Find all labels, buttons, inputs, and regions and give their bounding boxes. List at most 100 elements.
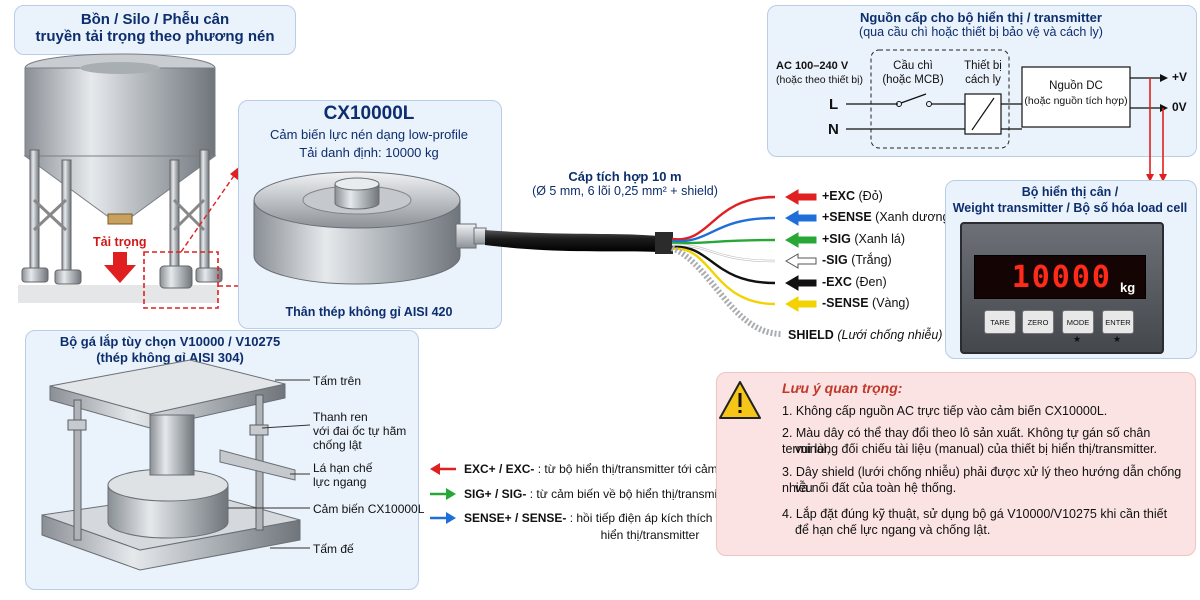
wire-signal: +SENSE — [822, 210, 872, 224]
note-item-2b: vui lòng đối chiếu tài liệu (manual) của… — [795, 442, 1157, 456]
silo-title-box: Bồn / Silo / Phễu cân truyền tải trọng t… — [14, 5, 296, 55]
callout-rod-line3: chống lật — [313, 438, 362, 452]
legend-sense-desc1: : hồi tiếp điện áp kích thích về bộ — [569, 511, 746, 525]
wire-signal: +EXC — [822, 189, 856, 203]
mode-star-icon: ★ — [1073, 334, 1082, 344]
callout-base-plate: Tấm đế — [313, 542, 354, 556]
power-title-line1: Nguồn cấp cho bộ hiển thị / transmitter — [860, 10, 1102, 25]
callout-limit-line2: lực ngang — [313, 475, 367, 489]
silo-title-line1: Bồn / Silo / Phễu cân — [80, 11, 230, 28]
mode-button[interactable]: MODE — [1062, 310, 1094, 334]
wire-signal: -SIG — [822, 253, 848, 267]
isolator-label-line2: cách ly — [965, 74, 1001, 86]
callout-limit-line1: Lá hạn chế — [313, 461, 373, 475]
display-unit: kg — [1120, 280, 1136, 295]
note-item-4b: để hạn chế lực ngang và chống lật. — [795, 523, 991, 537]
wire-line — [671, 216, 776, 243]
wire-label-exc-minus: -EXC (Đen) — [822, 275, 887, 289]
dc-label-line1: Nguồn DC — [1049, 80, 1103, 92]
wire-arrow-icon — [785, 189, 817, 205]
callout-rod-line2: với đai ốc tự hãm — [313, 424, 407, 438]
callout-sensor: Cảm biến CX10000L — [313, 502, 425, 516]
dc-label-line2: (hoặc nguồn tích hợp) — [1024, 95, 1128, 107]
notes-title: Lưu ý quan trọng: — [782, 380, 903, 396]
enter-button[interactable]: ENTER — [1102, 310, 1134, 334]
wire-color-name: (Trắng) — [851, 253, 892, 267]
notes-panel — [716, 372, 1196, 556]
wire-arrow-icon — [785, 253, 817, 269]
note-item-1: 1. Không cấp nguồn AC trực tiếp vào cảm … — [782, 404, 1108, 418]
isolator-label-line1: Thiết bị — [964, 60, 1002, 72]
zero-v-label: 0V — [1172, 100, 1187, 114]
note-item-3b: và nối đất của toàn hệ thống. — [795, 481, 957, 495]
fuse-label-line1: Cầu chì — [893, 60, 933, 72]
shield-signal: SHIELD — [788, 328, 834, 342]
sensor-body-material: Thân thép không gỉ AISI 420 — [285, 305, 453, 319]
wire-arrow-icon — [785, 275, 817, 291]
wire-signal: -EXC — [822, 275, 852, 289]
indicator-title-line1: Bộ hiển thị cân / — [1021, 185, 1119, 199]
wire-color-name: (Xanh lá) — [854, 232, 906, 246]
legend-exc: EXC+ / EXC- : từ bộ hiển thị/transmitter… — [464, 462, 744, 476]
legend-sense-label: SENSE+ / SENSE- — [464, 511, 567, 525]
legend-sig-desc: : từ cảm biến về bộ hiển thị/transmitter — [529, 487, 735, 501]
wire-line — [671, 238, 776, 245]
callout-top-plate: Tấm trên — [313, 374, 362, 388]
wire-color-name: (Vàng) — [872, 296, 910, 310]
wire-line — [671, 244, 776, 262]
callout-rod-line1: Thanh ren — [313, 410, 368, 424]
ac-label-line2: (hoặc theo thiết bị) — [776, 74, 863, 86]
indicator-display — [974, 255, 1146, 299]
sensor-rated-load: Tải danh định: 10000 kg — [299, 145, 439, 160]
wire-line — [671, 245, 776, 285]
ac-label-line1: AC 100–240 V — [776, 60, 849, 72]
wire-line — [671, 247, 776, 306]
note-item-2a: 2. Màu dây có thể thay đổi theo lô sản x… — [782, 426, 1151, 456]
wire-color-name: (Đen) — [855, 275, 887, 289]
wire-label-sense-plus: +SENSE (Xanh dương) — [822, 210, 954, 224]
indicator-title-line2: Weight transmitter / Bộ số hóa load cell — [952, 201, 1188, 215]
wire-color-name: (Đỏ) — [858, 189, 883, 203]
mount-title-line2: (thép không gỉ AISI 304) — [96, 350, 244, 365]
wire-label-sig-minus: -SIG (Trắng) — [822, 253, 892, 267]
zero-button[interactable]: ZERO — [1022, 310, 1054, 334]
wire-label-sense-minus: -SENSE (Vàng) — [822, 296, 910, 310]
load-label: Tải trọng — [93, 235, 147, 249]
enter-star-icon: ★ — [1113, 334, 1122, 344]
wire-label-exc-plus: +EXC (Đỏ) — [822, 189, 883, 203]
cable-spec: (Ø 5 mm, 6 lõi 0,25 mm² + shield) — [532, 184, 718, 198]
wire-arrow-icon — [785, 296, 817, 312]
legend-sense-desc2: hiển thị/transmitter — [600, 528, 700, 542]
wire-signal: -SENSE — [822, 296, 869, 310]
legend-sense: SENSE+ / SENSE- : hồi tiếp điện áp kích … — [464, 511, 745, 525]
wire-label-shield: SHIELD (Lưới chống nhiễu) — [788, 328, 942, 342]
fuse-label-line2: (hoặc MCB) — [882, 74, 944, 86]
wire-line — [671, 195, 776, 241]
tare-button[interactable]: TARE — [984, 310, 1016, 334]
shield-desc: (Lưới chống nhiễu) — [837, 328, 943, 342]
legend-exc-desc: : từ bộ hiển thị/transmitter tới cảm biế… — [537, 462, 744, 476]
silo-title-line2: truyền tải trọng theo phương nén — [35, 28, 275, 45]
wire-arrow-icon — [785, 210, 817, 226]
legend-sig: SIG+ / SIG- : từ cảm biến về bộ hiển thị… — [464, 487, 735, 501]
wire-signal: +SIG — [822, 232, 851, 246]
line-N-label: N — [828, 121, 839, 138]
line-L-label: L — [829, 96, 839, 113]
legend-sig-label: SIG+ / SIG- — [464, 487, 527, 501]
wire-arrow-icon — [785, 232, 817, 248]
display-value: 10000 — [1011, 260, 1112, 295]
wire-label-sig-plus: +SIG (Xanh lá) — [822, 232, 905, 246]
note-item-4a: 4. Lắp đặt đúng kỹ thuật, sử dụng bộ gá … — [782, 507, 1168, 521]
power-title-line2: (qua cầu chì hoặc thiết bị bảo vệ và các… — [859, 25, 1103, 39]
plus-v-label: +V — [1172, 70, 1188, 84]
wire-color-name: (Xanh dương) — [875, 210, 954, 224]
note-item-3a: 3. Dây shield (lưới chống nhiễu) phải đư… — [782, 465, 1182, 495]
mount-title-line1: Bộ gá lắp tùy chọn V10000 / V10275 — [59, 334, 281, 349]
